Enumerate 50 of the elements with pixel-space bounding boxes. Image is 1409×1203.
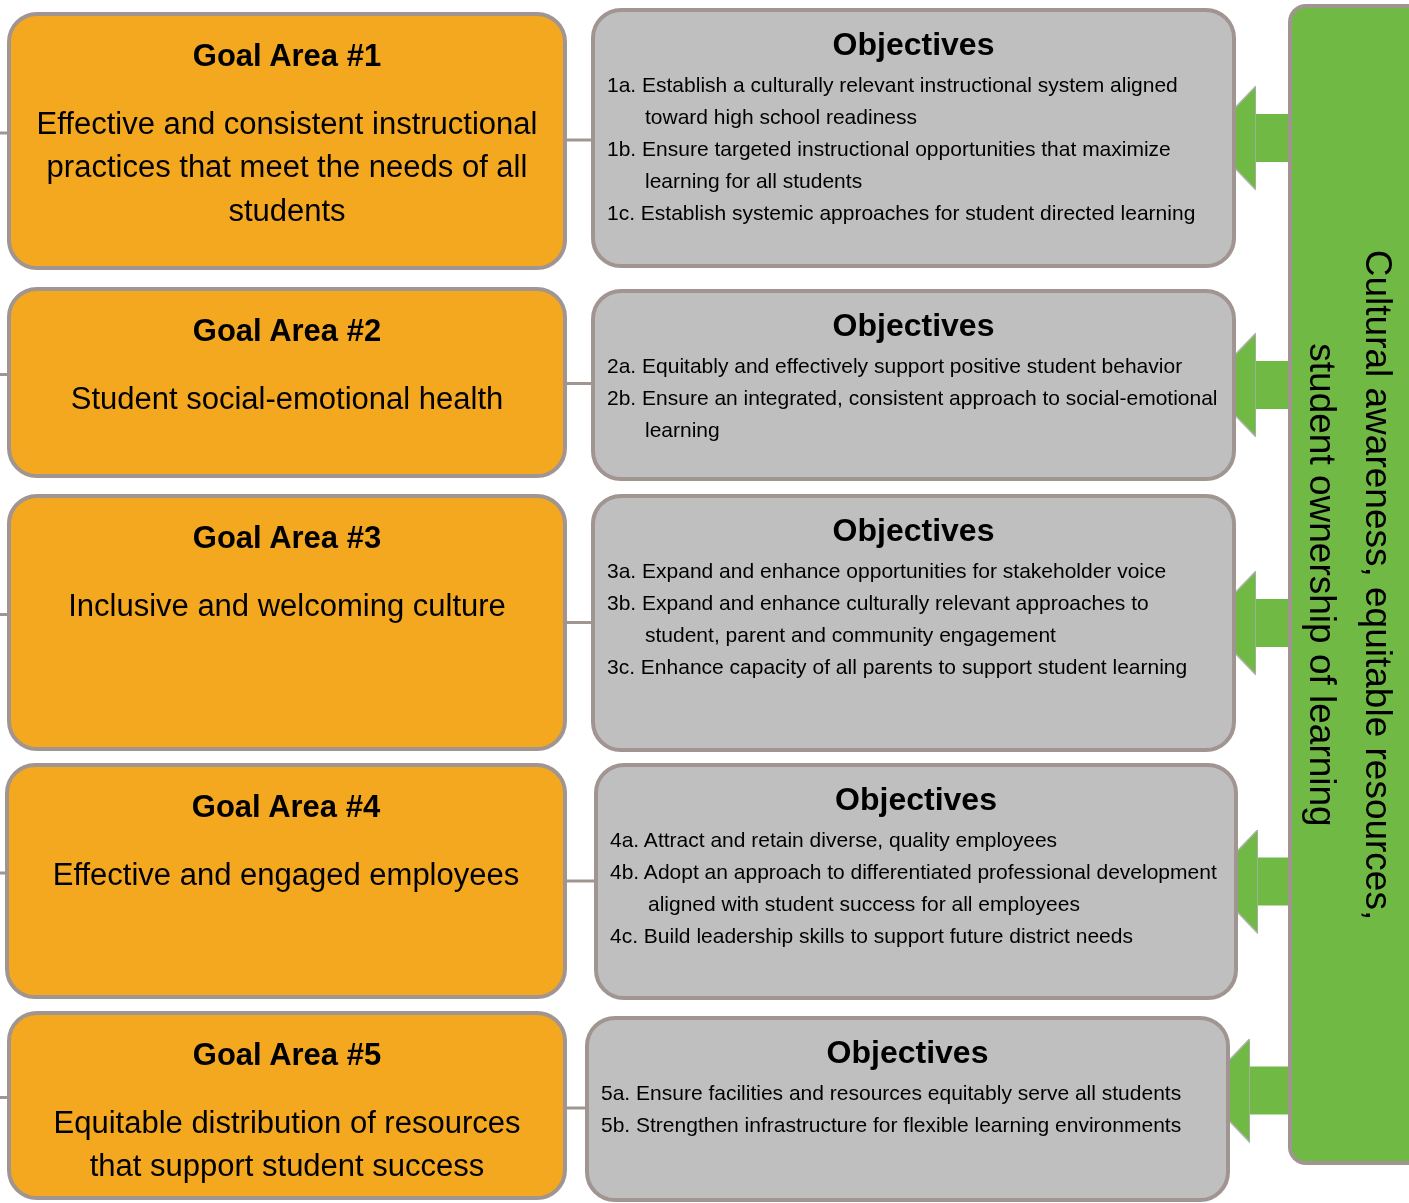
goal-heading: Goal Area #4 xyxy=(191,789,381,825)
objectives-heading: Objectives xyxy=(826,1034,989,1071)
objectives-box xyxy=(594,763,1238,1000)
objective-item: 1a. Establish a culturally relevant instructional system aligned toward high school readiness xyxy=(607,72,1179,130)
objective-item: 2b. Ensure an integrated, consistent approach to social-emotional learning xyxy=(607,385,1219,443)
goal-heading: Goal Area #5 xyxy=(192,1037,382,1073)
goal-description: Effective and engaged employees xyxy=(52,856,520,894)
objectives-box xyxy=(591,8,1236,268)
objectives-heading: Objectives xyxy=(835,781,997,818)
objective-item: 4a. Attract and retain diverse, quality employees xyxy=(610,827,1059,853)
goal-heading: Goal Area #2 xyxy=(192,313,382,349)
connector-line xyxy=(0,131,7,135)
connector-line xyxy=(567,879,594,883)
goal-box xyxy=(7,287,567,478)
objective-item: 1c. Establish systemic approaches for student directed learning xyxy=(607,200,1197,226)
goal-description: Equitable distribution of resources that support student success xyxy=(52,1104,522,1186)
goal-heading: Goal Area #1 xyxy=(192,38,382,74)
theme-text: Cultural awareness, equitable resources, student ownership of learning xyxy=(1301,248,1401,922)
objective-item: 5b. Strengthen infrastructure for flexible learning environments xyxy=(601,1112,1183,1138)
objective-item: 3b. Expand and enhance culturally relevant approaches to student, parent and community engagement xyxy=(607,590,1150,648)
goal-heading: Goal Area #3 xyxy=(192,520,382,556)
objective-item: 2a. Equitably and effectively support positive student behavior xyxy=(607,353,1184,379)
connector-line xyxy=(567,1106,585,1110)
connector-line xyxy=(0,613,7,616)
goal-box xyxy=(5,763,567,999)
connector-line xyxy=(0,373,7,376)
objective-item: 4b. Adopt an approach to differentiated professional development aligned with student success for all employees xyxy=(610,859,1218,917)
objective-item: 5a. Ensure facilities and resources equitably serve all students xyxy=(601,1080,1183,1106)
goal-description: Inclusive and welcoming culture xyxy=(68,587,506,625)
goal-description: Effective and consistent instructional practices that meet the needs of all students xyxy=(35,105,539,230)
connector-line xyxy=(567,382,591,385)
theme-bar xyxy=(1288,4,1409,1165)
goal-description: Student social-emotional health xyxy=(70,380,504,418)
objective-item: 1b. Ensure targeted instructional opportunities that maximize learning for all students xyxy=(607,136,1172,194)
objectives-heading: Objectives xyxy=(832,26,995,63)
connector-line xyxy=(0,1096,7,1099)
objective-item: 3a. Expand and enhance opportunities for stakeholder voice xyxy=(607,558,1168,584)
objective-item: 4c. Build leadership skills to support future district needs xyxy=(610,923,1134,949)
goal-box xyxy=(7,494,567,751)
objective-item: 3c. Enhance capacity of all parents to support student learning xyxy=(607,654,1189,680)
objectives-box xyxy=(585,1016,1230,1202)
goal-box xyxy=(7,12,567,270)
objectives-box xyxy=(591,289,1236,481)
goal-box xyxy=(7,1011,567,1200)
objectives-heading: Objectives xyxy=(832,512,995,549)
connector-line xyxy=(567,621,591,624)
connector-line xyxy=(0,871,5,875)
connector-line xyxy=(567,138,591,142)
objectives-heading: Objectives xyxy=(832,307,995,344)
objectives-box xyxy=(591,494,1236,752)
